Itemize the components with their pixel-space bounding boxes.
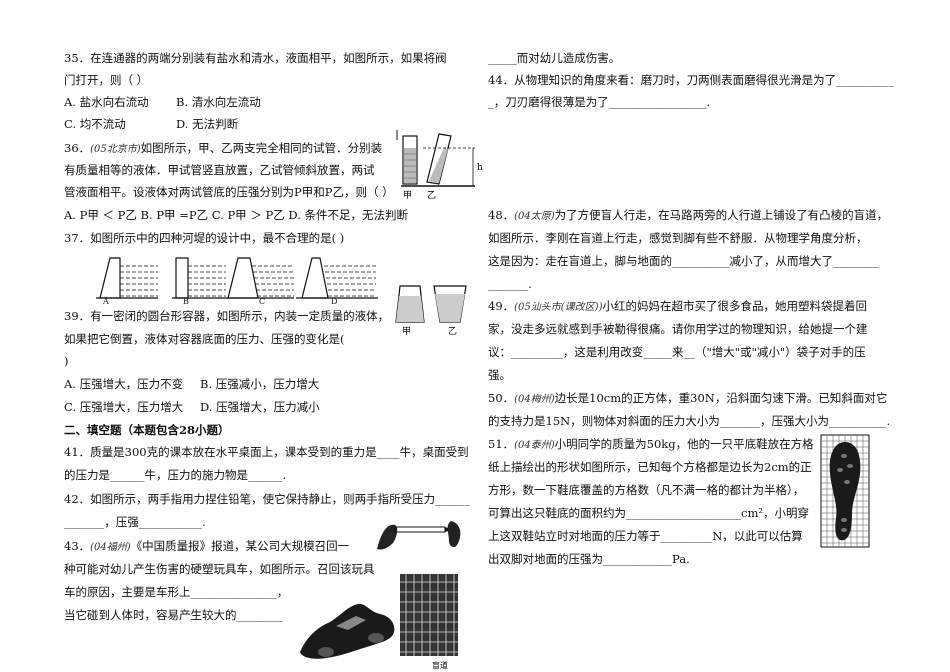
fig-jia-label: 甲 [403, 190, 412, 201]
q39-option-a: A. 压强增大，压力不变 [64, 377, 184, 391]
shoe-sole-grid-figure [820, 434, 870, 548]
frustum-containers-figure: 甲 乙 [395, 285, 467, 337]
q43-source: (04福州) [90, 542, 131, 553]
q51-line2: 纸上描绘出的形状如图所示，已知每个方格都是边长为2cm的正 [488, 460, 812, 474]
q36-line2: 有质量相等的液体．甲试管竖直放置，乙试管倾斜放置，两试 [64, 163, 375, 177]
pencil-fingers-figure [377, 521, 461, 550]
q35-option-a: A. 盐水向右流动 [64, 95, 149, 109]
q39-line2: 如果把它倒置，液体对容器底面的压力、压强的变化是( [64, 332, 345, 346]
q44-line2: _，刀刃磨得很薄是为了_________________. [488, 95, 711, 109]
q41-line2: 的压力是______牛，压力的施力物是______. [64, 468, 287, 482]
q50-line1: 50．(04梅州)边长是10cm的正方体，重30N，沿斜面匀速下滑。已知斜面对它 [488, 390, 887, 408]
q43-line1: 43．(04福州)《中国质量报》报道，某公司大规模召回一 [64, 538, 349, 556]
q39-line3: ) [64, 354, 69, 368]
q36-options: A. P甲 ＜ P乙 B. P甲 =P乙 C. P甲 ＞ P乙 D. 条件不足，… [64, 208, 409, 222]
fig-yi-label: 乙 [427, 190, 436, 201]
q39-option-d: D. 压强增大，压力减小 [200, 400, 320, 414]
q42-line2: _______，压强___________. [64, 515, 206, 529]
q51-line6: 出双脚对地面的压强为____________Pa. [488, 552, 690, 566]
q49-line1: 49．(05汕头市(课改区))小红的妈妈在超市买了很多食品，她用塑料袋提着回 [488, 298, 867, 316]
q48-line1: 48．(04太原)为了方便盲人行走，在马路两旁的人行道上铺设了有凸棱的盲道， [488, 207, 888, 225]
q39-line1: 39．有一密闭的圆台形容器，如图所示，内装一定质量的液体， [64, 309, 390, 323]
frustum-jia-label: 甲 [402, 326, 411, 337]
q50-number: 50． [488, 391, 515, 405]
fig-h-label: h [477, 163, 483, 173]
q39-option-c: C. 压强增大，压力增大 [64, 400, 184, 414]
q51-source: (04泰州) [514, 440, 555, 451]
dam-label-d: D [331, 297, 338, 306]
q43-line3: 车的原因，主要是车形上_______________， [64, 585, 289, 599]
q49-text: 小红的妈妈在超市买了很多食品，她用塑料袋提着回 [602, 299, 867, 313]
q41-line1: 41．质量是300克的课本放在水平桌面上，课本受到的重力是____牛，桌面受到 [64, 445, 469, 459]
q50-text: 边长是10cm的正方体，重30N，沿斜面匀速下滑。已知斜面对它 [554, 391, 888, 405]
dam-label-a: A [103, 297, 109, 306]
q49-line3: 议：_________，这是利用改变_____来__（"增大"或"减小"）袋子对… [488, 345, 866, 359]
q51-text: 小明同学的质量为50kg，他的一只平底鞋放在方格 [554, 437, 814, 451]
toy-car-figure [300, 603, 395, 659]
river-dam-figure [96, 257, 378, 299]
q36-line3: 管液面相平。设液体对两试管底的压强分别为P甲和P乙，则（ ） [64, 185, 394, 199]
q36-line1: 36．(05北京市)如图所示，甲、乙两支完全相同的试管．分别装 [64, 140, 382, 158]
q51-number: 51． [488, 437, 515, 451]
q44-line1: 44．从物理知识的角度来看：磨刀时，刀两侧表面磨得很光滑是为了_________… [488, 73, 894, 87]
q43-number: 43． [64, 539, 91, 553]
q36-source: (05北京市) [90, 144, 141, 155]
tactile-paving-label: 盲道 [432, 660, 448, 670]
q36-text: 如图所示，甲、乙两支完全相同的试管．分别装 [140, 141, 383, 155]
q35-line2: 门打开，则（ ） [64, 73, 149, 87]
q35-option-c: C. 均不流动 [64, 117, 126, 131]
q51-line5: 上这双鞋站立时对地面的压力等于_________N，以此可以估算 [488, 529, 803, 543]
q42-line1: 42．如图所示，两手指用力捏住铅笔，使它保持静止，则两手指所受压力______ [64, 492, 470, 506]
q35-line1: 35．在连通器的两端分别装有盐水和清水，液面相平，如图所示，如果将阀 [64, 51, 447, 65]
q43-line2: 种可能对幼儿产生伤害的硬塑玩具车，如图所示。召回该玩具 [64, 562, 375, 576]
q48-source: (04太原) [514, 211, 555, 222]
q48-line4: _______. [488, 277, 532, 291]
test-tubes-figure: h 甲 乙 [396, 130, 483, 201]
q48-line3: 这是因为：走在盲道上，脚与地面的__________减小了，从而增大了_____… [488, 254, 879, 268]
section-header: 二、填空题（本题包含28小题） [64, 423, 230, 437]
q39-option-b: B. 压强减小，压力增大 [200, 377, 320, 391]
q37-line1: 37．如图所示中的四种河堤的设计中，最不合理的是( ) [64, 231, 345, 245]
q50-line2: 的支持力是15N，则物体对斜面的压力大小为_______，压强大小为______… [488, 414, 891, 428]
q36-number: 36． [64, 141, 91, 155]
q49-line4: 强。 [488, 368, 511, 382]
q48-number: 48． [488, 208, 515, 222]
q49-source: (05汕头市(课改区)) [514, 302, 603, 313]
dam-label-c: C [259, 297, 266, 306]
q43-line4: 当它碰到人体时，容易产生较大的________ [64, 608, 283, 622]
q48-line2: 如图所示．李刚在盲道上行走，感觉到脚有些不舒服．从物理学角度分析， [488, 231, 868, 245]
q51-line3: 方形，数一下鞋底覆盖的方格数（凡不满一格的都计为半格）， [488, 483, 805, 497]
q35-option-d: D. 无法判断 [176, 117, 239, 131]
dam-label-b: B [183, 297, 189, 306]
q49-line2: 家，没走多远就感到手被勒得很痛。请你用学过的物理知识，给她提一个建 [488, 322, 868, 336]
q51-line4: 可算出这只鞋底的面积约为____________________cm²，小明穿 [488, 506, 809, 520]
q50-source: (04梅州) [514, 394, 555, 405]
q48-text: 为了方便盲人行走，在马路两旁的人行道上铺设了有凸棱的盲道， [554, 208, 889, 222]
q35-option-b: B. 清水向左流动 [176, 95, 261, 109]
q43-continuation: _____而对幼儿造成伤害。 [488, 51, 621, 65]
q49-number: 49． [488, 299, 515, 313]
tactile-paving-figure: 盲道 [400, 574, 458, 670]
q43-text: 《中国质量报》报道，某公司大规模召回一 [130, 539, 350, 553]
q51-line1: 51．(04泰州)小明同学的质量为50kg，他的一只平底鞋放在方格 [488, 436, 814, 454]
frustum-yi-label: 乙 [448, 326, 457, 337]
